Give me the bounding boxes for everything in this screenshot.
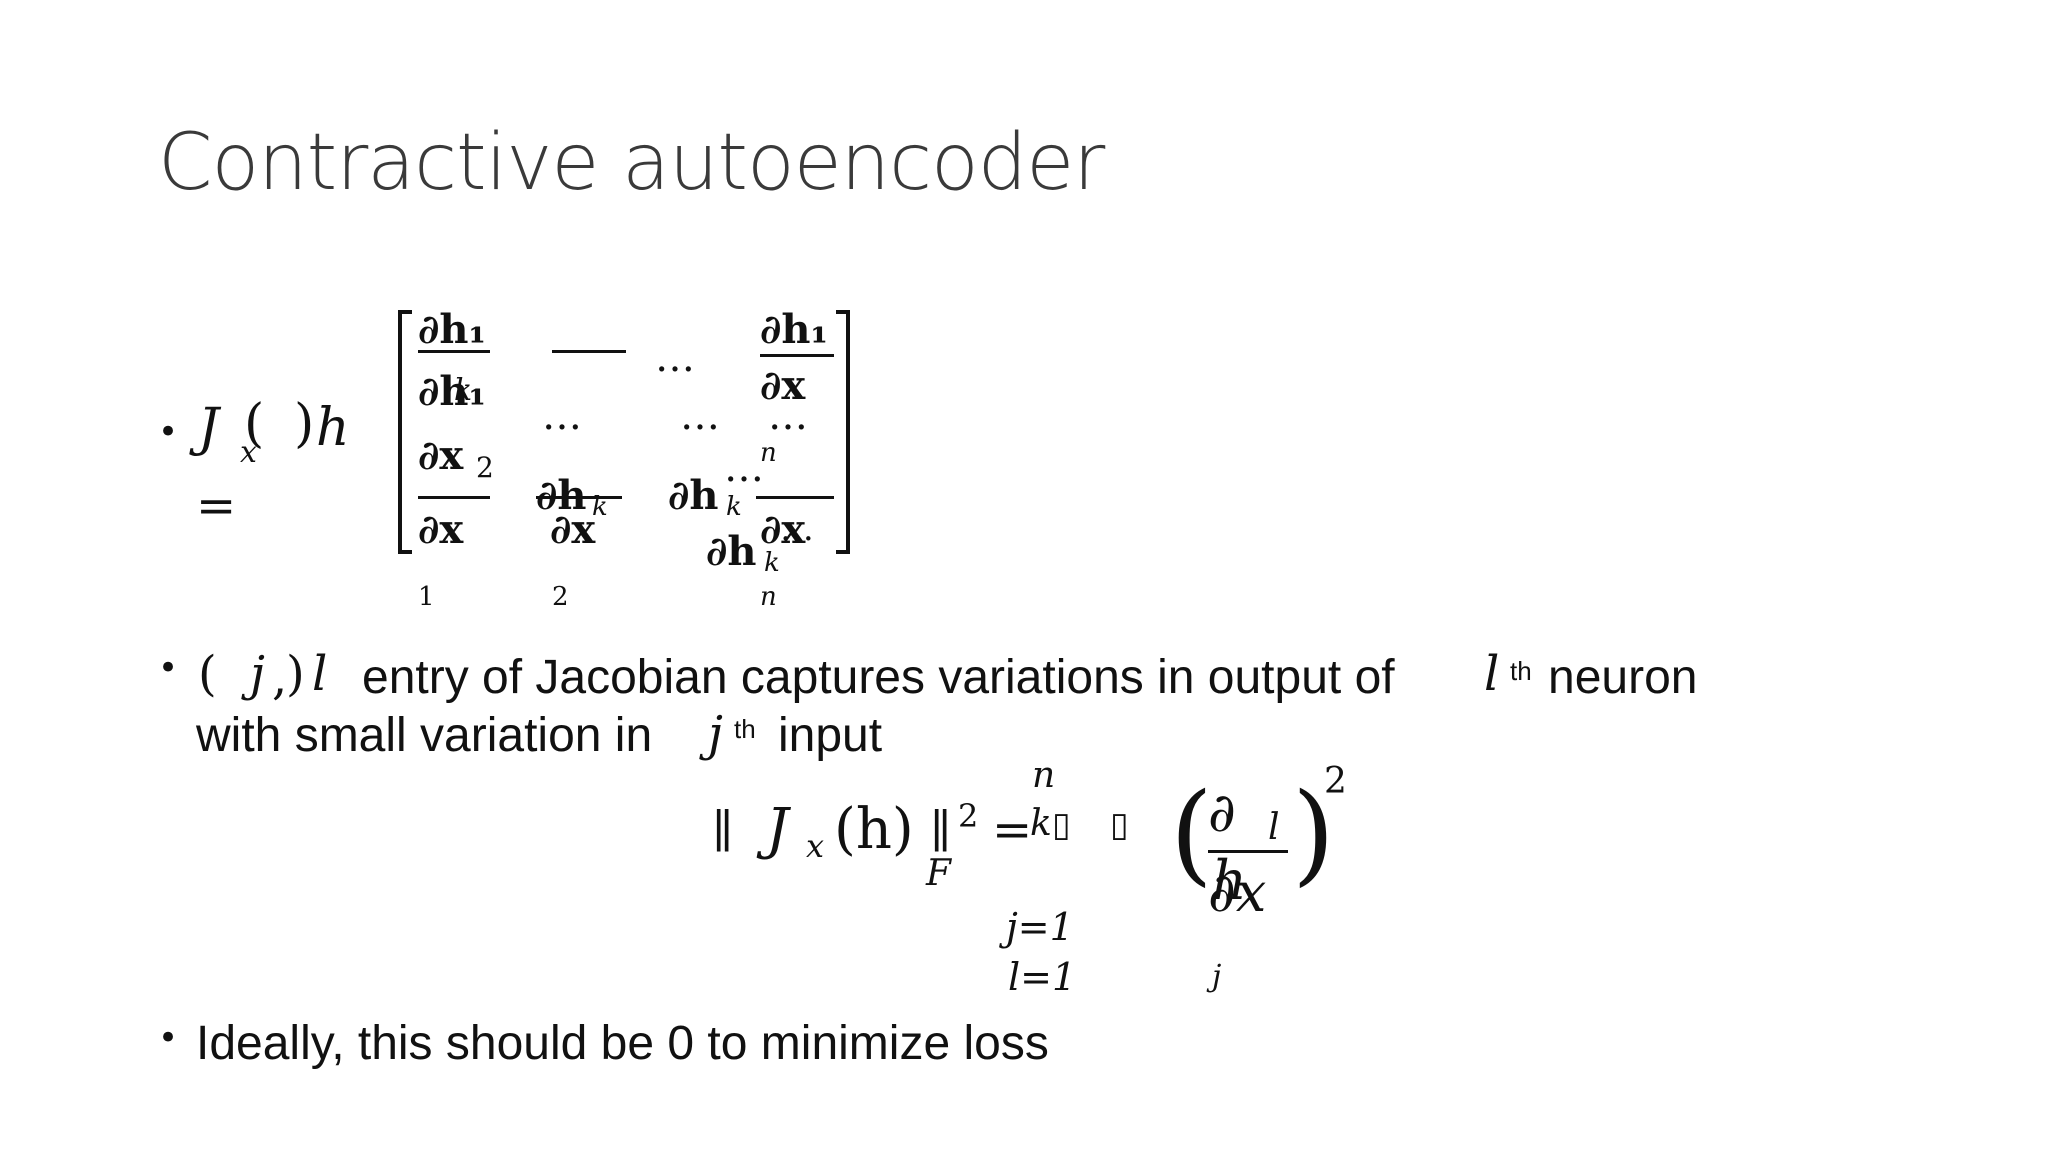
f-J: J <box>766 797 789 862</box>
b2-j: j <box>250 646 265 702</box>
lhs-h: h <box>316 398 350 458</box>
f-n-top: n <box>1032 755 1056 796</box>
lhs-J: J <box>198 398 219 458</box>
f-j-sub: j <box>1212 959 1222 994</box>
matrix-fraction-line <box>418 350 490 353</box>
f-paren-big-open: ( <box>1170 769 1213 897</box>
bullet3-text: Ideally, this should be 0 to minimize lo… <box>196 1017 1049 1070</box>
matrix-right-bracket <box>836 310 850 554</box>
matrix-r3c1: ∂x <box>418 506 464 553</box>
lhs-subscript-x: x <box>240 435 257 470</box>
matrix-hk3: ∂h <box>706 528 757 575</box>
b2-paren-open: ( <box>198 646 217 702</box>
matrix-r2c1b: ∂x <box>418 432 464 479</box>
bullet-marker-2: • <box>158 648 179 688</box>
bullet-marker-1: • <box>158 412 179 452</box>
f-F: F <box>926 853 951 894</box>
f-k: k <box>1030 803 1052 844</box>
f-j-eq: j=1 <box>1006 905 1074 949</box>
matrix-r2c1b-sub: 2 <box>476 451 494 484</box>
f-norm-open: ∥ <box>712 804 734 858</box>
f-h-paren: (h) <box>834 797 914 862</box>
f-box1: ▯ <box>1052 805 1071 845</box>
matrix-dots-r4: … <box>780 509 814 549</box>
f-fraction-line <box>1208 850 1288 853</box>
f-l-eq: l=1 <box>1008 955 1077 999</box>
b2-l2: l <box>1484 646 1500 702</box>
f-power: 2 <box>1324 761 1347 802</box>
f-partial: ∂ <box>1208 781 1236 844</box>
f-paren-big-close: ) <box>1292 769 1335 897</box>
matrix-fraction-line <box>418 496 490 499</box>
matrix-r2c1: ∂h₁ <box>418 368 486 415</box>
b2-th2: th <box>734 714 756 744</box>
b2-th1: th <box>1510 656 1532 686</box>
matrix-col-sub-n: n <box>760 582 777 612</box>
b2-text1: entry of Jacobian captures variations in… <box>362 651 1395 704</box>
lhs-paren-open: ( <box>244 394 265 454</box>
slide-title: Contractive autoencoder <box>158 118 1105 208</box>
matrix-hk3-sub: k <box>764 548 780 578</box>
lhs-paren-close: ) <box>294 394 315 454</box>
matrix-x2: ∂x <box>550 506 596 553</box>
f-partial-x: ∂x <box>1208 861 1267 924</box>
b2-comma: , <box>272 650 288 706</box>
bullet-marker-3: • <box>158 1018 179 1058</box>
f-x-sub: x <box>806 827 825 865</box>
matrix-hk2: ∂h <box>668 472 719 519</box>
matrix-x4: ∂x <box>760 506 806 553</box>
b2-j2: j <box>708 706 723 762</box>
matrix-r1c1: ∂h₁ <box>418 306 486 353</box>
matrix-dots-r2c: … <box>768 393 808 439</box>
b2-paren-close: ) <box>286 646 305 702</box>
matrix-fraction-line <box>760 354 834 357</box>
matrix-k-small: k <box>454 373 473 408</box>
lhs-equals: = <box>196 478 237 534</box>
b2-text4: input <box>778 709 883 762</box>
matrix-hk1: ∂h <box>536 472 587 519</box>
matrix-fraction-line <box>756 496 834 499</box>
b2-text2: neuron <box>1548 651 1698 704</box>
matrix-fraction-line <box>552 350 626 353</box>
matrix-r2c4-sub: n <box>760 438 777 468</box>
matrix-col-sub-1: 1 <box>418 582 435 612</box>
f-equals: = <box>992 802 1033 858</box>
matrix-fraction-line <box>536 496 622 499</box>
f-box2: ▯ <box>1110 805 1129 845</box>
matrix-r1c4: ∂h₁ <box>760 306 828 353</box>
matrix-dots-r2a: … <box>542 393 582 439</box>
f-sq: 2 <box>958 797 979 835</box>
b2-l: l <box>312 646 328 702</box>
f-l-sub: l <box>1268 807 1280 848</box>
matrix-left-bracket <box>398 310 412 554</box>
matrix-hk1-sub: k <box>592 492 608 522</box>
matrix-col-sub-2: 2 <box>552 582 569 612</box>
f-h-letter: h <box>1212 849 1247 912</box>
matrix-dots-r2b: … <box>680 393 720 439</box>
matrix-r2c4: ∂x <box>760 362 806 409</box>
f-norm-close: ∥ <box>930 804 952 858</box>
b2-text3: with small variation in <box>196 709 653 762</box>
matrix-dots-r3: … <box>724 445 764 491</box>
matrix-dots-r1: … <box>655 335 695 381</box>
matrix-hk2-sub: k <box>726 492 742 522</box>
